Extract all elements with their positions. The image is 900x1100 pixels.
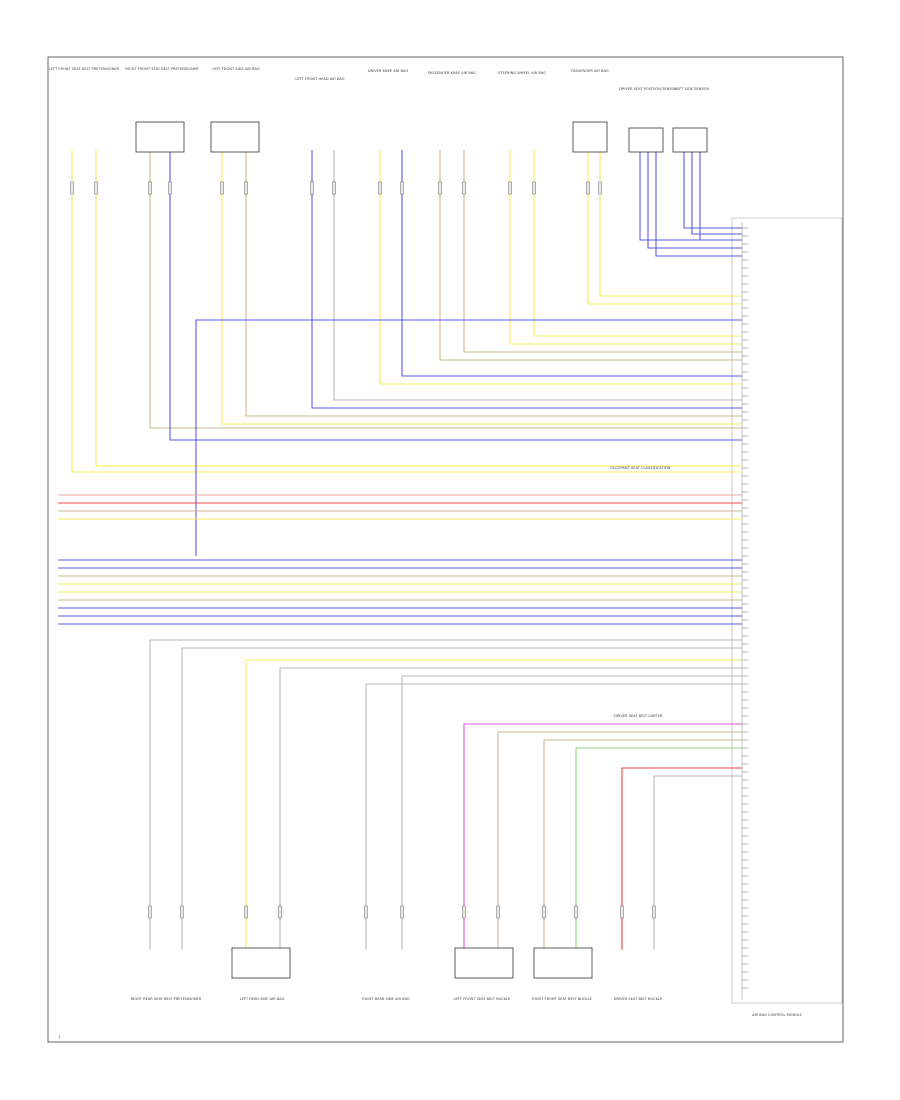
wire-top-4	[169, 150, 742, 441]
wire-top-16	[599, 150, 742, 297]
wire-top-11	[439, 150, 742, 361]
wire-top-2	[95, 150, 742, 467]
top-component-label-8: PASSENGER AIR BAG	[571, 69, 609, 73]
pin-top-4	[168, 181, 172, 195]
pin-top-10	[400, 181, 404, 195]
wire-sidesensor-1	[683, 152, 742, 229]
pin-top-1	[70, 181, 74, 195]
bottom-component-label-3: RIGHT REAR SIDE AIR BAG	[362, 997, 410, 1001]
wire-seatpos-1	[639, 152, 742, 241]
pin-top-11	[438, 181, 442, 195]
module-seat-position-sensor	[628, 127, 664, 153]
pin-top-7	[310, 181, 314, 195]
pin-top-14	[532, 181, 536, 195]
connector-block	[731, 217, 843, 1004]
wire-top-10	[401, 150, 742, 377]
side-note-control-module: AIR BAG CONTROL MODULE	[752, 1013, 803, 1017]
pin-bottom-9	[542, 905, 546, 919]
bottom-component-label-4: LEFT FRONT SEAT BELT BUCKLE	[454, 997, 512, 1001]
wire-seatpos-2	[647, 152, 742, 249]
bottom-component-label-5: RIGHT FRONT SEAT BELT BUCKLE	[532, 997, 592, 1001]
pin-top-9	[378, 181, 382, 195]
wire-bottom-12	[653, 775, 742, 950]
bottom-component-label-2: LEFT REAR SIDE AIR BAG	[240, 997, 285, 1001]
module-left-rear-side-airbag	[231, 947, 291, 979]
top-component-label-4: LEFT FRONT HEAD AIR BAG	[295, 77, 344, 81]
wire-group	[58, 150, 742, 950]
diagram-frame	[47, 56, 844, 1043]
wire-bottom-3	[245, 659, 742, 950]
wire-top-5	[221, 150, 742, 425]
pin-bottom-1	[148, 905, 152, 919]
module-left-front-buckle	[454, 947, 514, 979]
wire-bottom-2	[181, 647, 742, 950]
wire-bottom-7	[463, 723, 742, 950]
pin-top-8	[332, 181, 336, 195]
wire-bottom-6	[401, 675, 742, 950]
module-passenger-airbag	[572, 121, 608, 153]
pin-bottom-7	[462, 905, 466, 919]
top-component-label-3: LEFT FRONT SIDE AIR BAG	[212, 67, 260, 71]
wire-top-15	[587, 150, 742, 305]
pin-bottom-11	[620, 905, 624, 919]
top-component-label-6: PASSENGER KNEE AIR BAG	[428, 71, 476, 75]
wire-top-12	[463, 150, 742, 353]
wire-top-1	[71, 150, 742, 473]
wire-sidesensor-2	[691, 152, 742, 235]
pin-bottom-2	[180, 905, 184, 919]
wire-top-8	[333, 150, 742, 401]
module-group	[135, 121, 708, 979]
pin-bottom-8	[496, 905, 500, 919]
side-note-belt-limiter: DRIVER SEAT BELT LIMITER	[614, 714, 663, 718]
pin-bottom-10	[574, 905, 578, 919]
wire-seatpos-3	[655, 152, 742, 257]
pin-top-15	[586, 181, 590, 195]
pin-bottom-6	[400, 905, 404, 919]
wire-blue-trunk	[195, 319, 742, 556]
top-component-label-5: DRIVER KNEE AIR BAG	[368, 69, 408, 73]
pin-top-13	[508, 181, 512, 195]
pin-top-5	[220, 181, 224, 195]
wire-top-9	[379, 150, 742, 385]
pin-top-6	[244, 181, 248, 195]
wire-bottom-10	[575, 747, 742, 950]
pin-top-2	[94, 181, 98, 195]
top-component-label-9: DRIVER SEAT POSITION SENSOR	[619, 87, 677, 91]
top-component-label-2: RIGHT FRONT SEAT BELT PRETENSIONER	[125, 67, 199, 71]
wire-top-14	[533, 150, 742, 337]
pin-group	[70, 181, 748, 989]
top-component-label-10: LEFT SIDE SENSOR	[675, 87, 709, 91]
wire-top-13	[509, 150, 742, 345]
top-component-label-7: STEERING WHEEL AIR BAG	[498, 71, 546, 75]
wire-bottom-9	[543, 739, 742, 950]
module-right-front-pretensioner	[135, 121, 185, 153]
bottom-component-label-6: DRIVER SEAT BELT BUCKLE	[614, 997, 663, 1001]
pin-bottom-12	[652, 905, 656, 919]
wire-top-7	[311, 150, 742, 409]
pin-top-12	[462, 181, 466, 195]
wire-bottom-4	[279, 667, 742, 950]
pin-bottom-4	[278, 905, 282, 919]
top-component-label-1: LEFT FRONT SEAT BELT PRETENSIONER	[49, 67, 120, 71]
side-note-seat-classification: OCCUPANT SEAT CLASSIFICATION	[610, 466, 671, 470]
pin-top-16	[598, 181, 602, 195]
bottom-component-label-1: RIGHT REAR SEAT BELT PRETENSIONER	[131, 997, 202, 1001]
wire-bottom-8	[497, 731, 742, 950]
module-right-front-buckle	[533, 947, 593, 979]
module-left-front-side-airbag	[210, 121, 260, 153]
pin-bottom-5	[364, 905, 368, 919]
wire-bottom-5	[365, 683, 742, 950]
wire-sidesensor-3	[699, 152, 742, 241]
wire-top-3	[149, 150, 742, 429]
footer-tag: 1	[58, 1035, 60, 1039]
module-left-side-sensor	[672, 127, 708, 153]
wire-bottom-1	[149, 639, 742, 950]
pin-top-3	[148, 181, 152, 195]
wire-bottom-11	[621, 767, 742, 950]
wire-top-6	[245, 150, 742, 417]
pin-bottom-3	[244, 905, 248, 919]
